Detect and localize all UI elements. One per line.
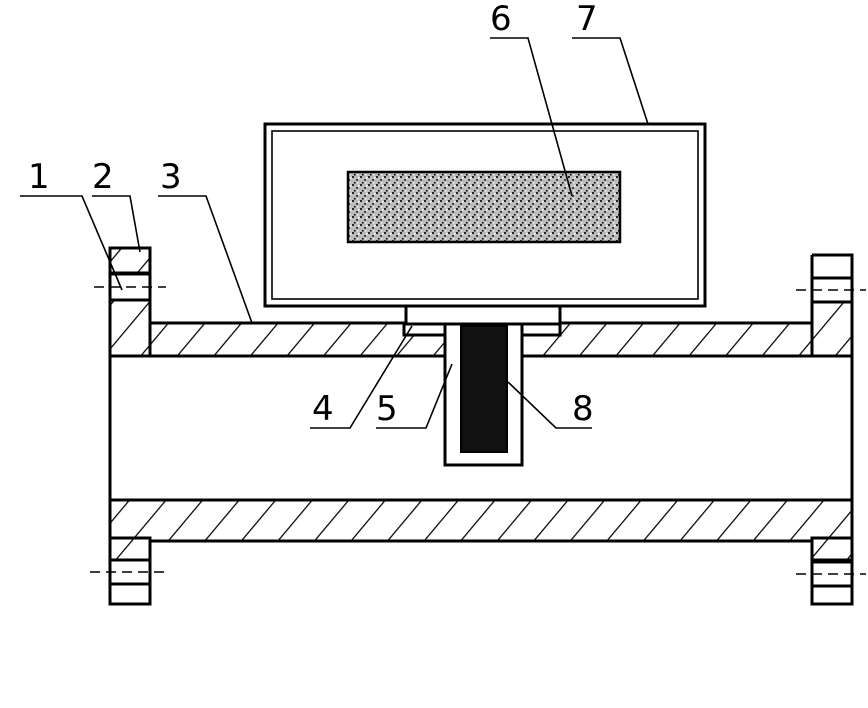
label-6: 6 bbox=[490, 0, 512, 39]
flange-left-top-hatch bbox=[108, 246, 152, 275]
flange-left-lower-hatch bbox=[108, 536, 152, 562]
flange-right-upper-hatch bbox=[810, 300, 854, 358]
label-4: 4 bbox=[312, 389, 334, 429]
mounting-base bbox=[404, 304, 562, 326]
sensor-core bbox=[460, 325, 508, 453]
pipe-upper-wall bbox=[108, 318, 447, 358]
label-5: 5 bbox=[376, 389, 398, 429]
label-2: 2 bbox=[92, 157, 114, 197]
label-8: 8 bbox=[572, 389, 594, 429]
pipe-lower-wall bbox=[108, 498, 854, 543]
display-screen bbox=[346, 170, 622, 244]
sensor-well bbox=[443, 322, 524, 467]
display-housing-outer bbox=[263, 122, 707, 308]
flange-right-lower-hatch bbox=[810, 536, 854, 562]
leader-lines bbox=[20, 37, 649, 429]
label-7: 7 bbox=[576, 0, 598, 39]
pipe-upper-wall-right bbox=[520, 318, 854, 358]
flange-left-upper-hatch bbox=[108, 298, 152, 358]
display-housing-inner bbox=[271, 130, 699, 300]
label-1: 1 bbox=[28, 157, 50, 197]
label-3: 3 bbox=[160, 157, 182, 197]
